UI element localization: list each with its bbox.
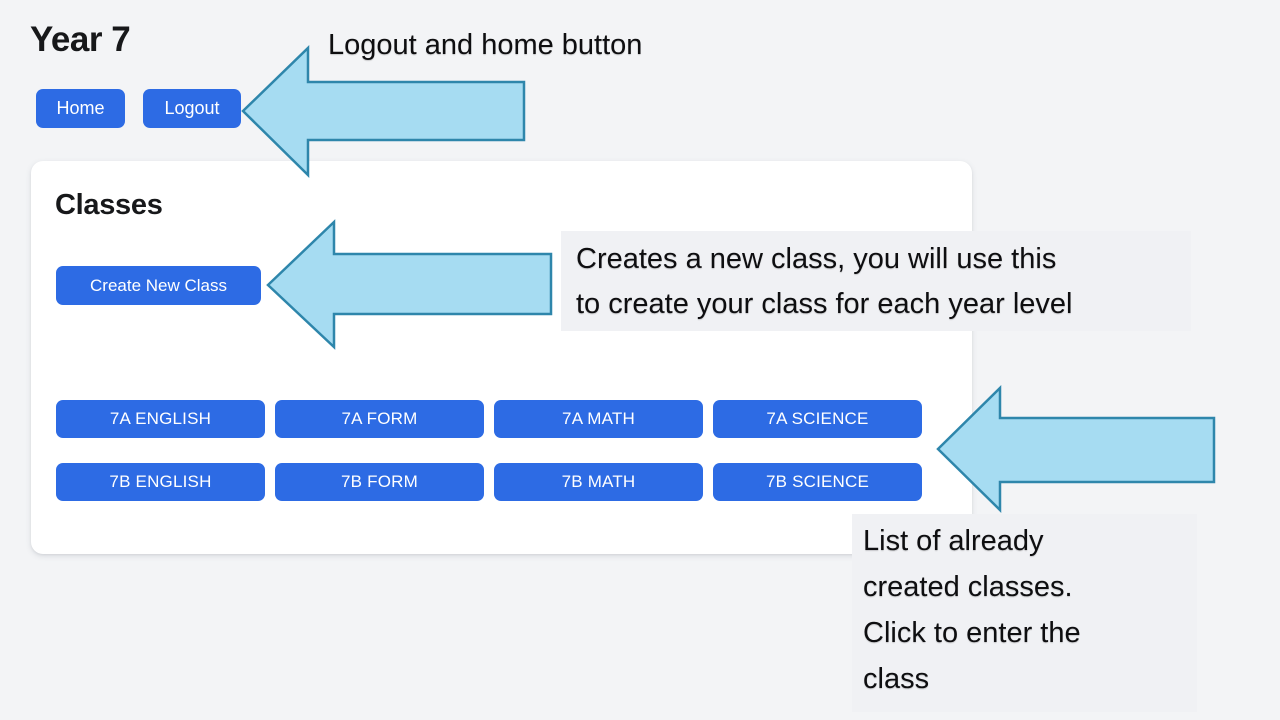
classes-heading: Classes: [55, 189, 163, 221]
annotation-create-class-line1: Creates a new class, you will use this: [576, 243, 1057, 275]
class-button-7b-form[interactable]: 7B FORM: [275, 463, 484, 501]
class-button-7b-math[interactable]: 7B MATH: [494, 463, 703, 501]
logout-button[interactable]: Logout: [143, 89, 241, 128]
create-new-class-button[interactable]: Create New Class: [56, 266, 261, 305]
class-button-7a-science[interactable]: 7A SCIENCE: [713, 400, 922, 438]
top-nav: Home Logout: [36, 89, 241, 128]
class-button-7a-form[interactable]: 7A FORM: [275, 400, 484, 438]
logout-annotation-arrow-icon: [241, 45, 526, 178]
annotation-class-list-line4: class: [863, 663, 930, 695]
annotation-class-list-line2: created classes.: [863, 571, 1073, 603]
class-button-7b-english[interactable]: 7B ENGLISH: [56, 463, 265, 501]
class-button-7a-math[interactable]: 7A MATH: [494, 400, 703, 438]
home-button[interactable]: Home: [36, 89, 125, 128]
class-button-grid: 7A ENGLISH 7A FORM 7A MATH 7A SCIENCE 7B ENG…: [56, 400, 922, 501]
class-list-annotation-arrow-icon: [936, 385, 1216, 513]
class-button-7a-english[interactable]: 7A ENGLISH: [56, 400, 265, 438]
page-title: Year 7: [30, 20, 131, 59]
annotation-create-class-line2: to create your class for each year level: [576, 288, 1073, 320]
class-button-7b-science[interactable]: 7B SCIENCE: [713, 463, 922, 501]
annotation-class-list-line1: List of already: [863, 525, 1044, 557]
annotation-class-list-line3: Click to enter the: [863, 617, 1081, 649]
annotation-logout-home: Logout and home button: [328, 29, 643, 61]
annotation-create-class: Creates a new class, you will use this t…: [561, 231, 1191, 331]
annotation-class-list: List of already created classes. Click t…: [852, 514, 1197, 712]
classes-card: Classes Create New Class 7A ENGLISH 7A FO…: [31, 161, 972, 554]
